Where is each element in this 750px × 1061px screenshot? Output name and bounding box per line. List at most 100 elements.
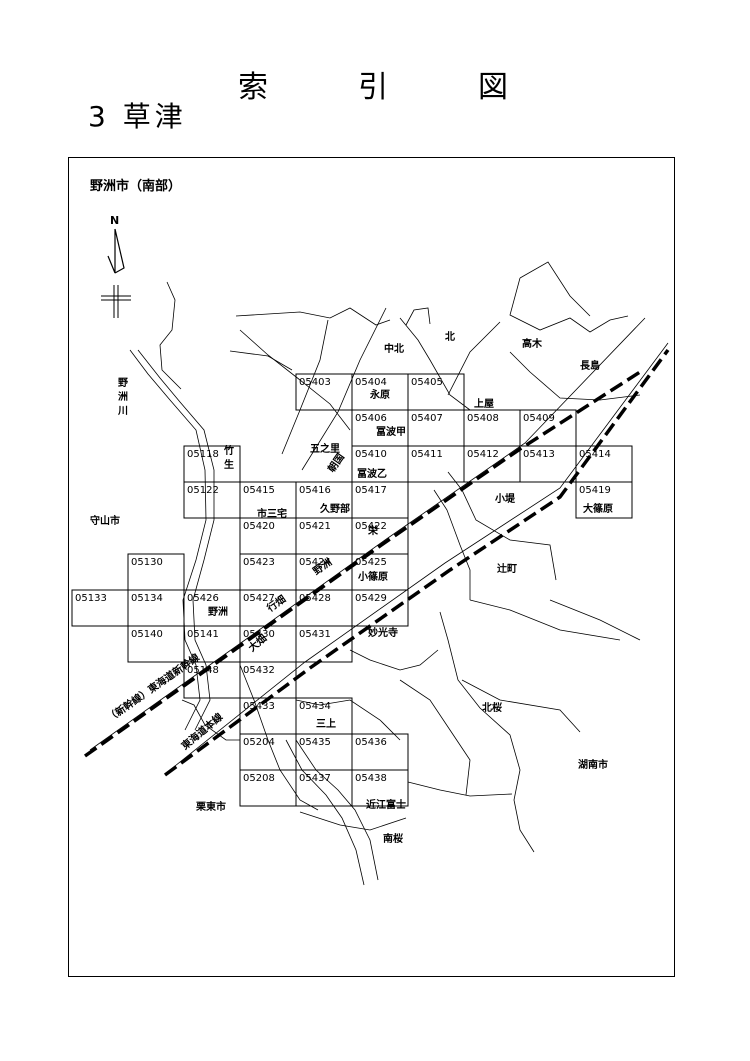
- tile-label: 05415: [243, 485, 275, 496]
- tile-05412: 05412: [463, 445, 521, 483]
- vertical-label-char: 川: [117, 405, 128, 417]
- tile-label: 05424: [299, 557, 331, 568]
- place-label: 南桜: [383, 832, 403, 845]
- tile-05420: 05420: [239, 517, 297, 555]
- tile-label: 05412: [467, 449, 499, 460]
- tile-label: 05436: [355, 737, 387, 748]
- page-title: 索 引 図: [238, 62, 508, 106]
- tile-label: 05208: [243, 773, 275, 784]
- place-label: 三上: [316, 717, 336, 730]
- tile-05421: 05421: [295, 517, 353, 555]
- tile-label: 05130: [131, 557, 163, 568]
- tile-label: 05409: [523, 413, 555, 424]
- tile-05437: 05437: [295, 769, 353, 807]
- tile-05419: 05419: [575, 481, 633, 519]
- tile-label: 05437: [299, 773, 331, 784]
- tile-05403: 05403: [295, 373, 353, 411]
- tile-05130: 05130: [127, 553, 185, 591]
- tile-label: 05407: [411, 413, 443, 424]
- tile-box: [295, 625, 353, 663]
- place-label: 冨波乙: [357, 467, 387, 480]
- place-label: 中北: [384, 342, 404, 355]
- tile-label: 05140: [131, 629, 163, 640]
- tile-label: 05406: [355, 413, 387, 424]
- tile-05422: 05422: [351, 517, 409, 555]
- place-label: 冨波甲: [376, 425, 406, 438]
- place-label: 栄: [367, 524, 379, 537]
- tile-05438: 05438: [351, 769, 409, 807]
- tile-label: 05133: [75, 593, 107, 604]
- tile-label: 05438: [355, 773, 387, 784]
- place-label: 永原: [369, 388, 390, 401]
- tile-05428: 05428: [295, 589, 353, 627]
- tile-label: 05428: [299, 593, 331, 604]
- tile-label: 05141: [187, 629, 219, 640]
- place-label: 野洲: [208, 606, 228, 618]
- tile-05133: 05133: [71, 589, 129, 627]
- place-label: 長島: [580, 359, 600, 372]
- place-labels: 中北北高木長島永原上屋冨波甲五之里冨波乙小堤大篠原市三宅久野部守山市栄辻町小篠原…: [90, 330, 613, 845]
- tile-box: [575, 481, 633, 519]
- tile-05431: 05431: [295, 625, 353, 663]
- tile-05413: 05413: [519, 445, 577, 483]
- place-label: 五之里: [310, 442, 340, 455]
- vertical-label-char: 生: [224, 458, 234, 471]
- tile-label: 05417: [355, 485, 387, 496]
- place-label: 高木: [522, 337, 543, 350]
- tile-grid: 05403 05404 05405 05406 05407 05408 05409 05118…: [71, 373, 633, 807]
- tile-label: 05435: [299, 737, 331, 748]
- vertical-label-char: 竹: [223, 444, 234, 457]
- north-label: N: [110, 214, 119, 227]
- map-frame: [68, 157, 675, 977]
- map-boundaries: [129, 261, 641, 886]
- tile-label: 05403: [299, 377, 331, 388]
- tile-05408: 05408: [463, 409, 521, 447]
- tile-label: 05405: [411, 377, 443, 388]
- tile-label: 05118: [187, 449, 219, 460]
- place-label: 湖南市: [578, 758, 608, 771]
- tile-label: 05416: [299, 485, 331, 496]
- tile-label: 05419: [579, 485, 611, 496]
- tile-05429: 05429: [351, 589, 409, 627]
- tile-label: 05430: [243, 629, 275, 640]
- tile-label: 05404: [355, 377, 387, 388]
- tile-05407: 05407: [407, 409, 465, 447]
- tile-box: [351, 769, 409, 807]
- tile-label: 05426: [187, 593, 219, 604]
- tile-label: 05148: [187, 665, 219, 676]
- place-label: 上屋: [474, 397, 494, 410]
- tile-label: 05422: [355, 521, 387, 532]
- title-char-1: 索: [238, 70, 268, 105]
- tile-label: 05421: [299, 521, 331, 532]
- tile-label: 05427: [243, 593, 275, 604]
- tile-05140: 05140: [127, 625, 185, 663]
- place-label: 久野部: [319, 502, 350, 515]
- title-char-2: 引: [358, 70, 388, 105]
- tile-label: 05423: [243, 557, 275, 568]
- tile-label: 05433: [243, 701, 275, 712]
- tile-label: 05429: [355, 593, 387, 604]
- vertical-label-char: 洲: [118, 391, 128, 403]
- tile-05433: 05433: [239, 697, 297, 735]
- tile-label: 05425: [355, 557, 387, 568]
- tile-label: 05431: [299, 629, 331, 640]
- tile-label: 05408: [467, 413, 499, 424]
- tile-label: 05413: [523, 449, 555, 460]
- tile-05417: 05417: [351, 481, 409, 519]
- tile-05411: 05411: [407, 445, 465, 483]
- area-title: 野洲市（南部）: [90, 178, 181, 194]
- tile-label: 05414: [579, 449, 611, 460]
- place-label: 辻町: [497, 562, 517, 575]
- tile-label: 05204: [243, 737, 275, 748]
- place-label: 小篠原: [357, 570, 388, 583]
- place-label: 大篠原: [583, 502, 613, 515]
- tile-05204: 05204: [239, 733, 297, 771]
- tile-05208: 05208: [239, 769, 297, 807]
- tile-label: 05432: [243, 665, 275, 676]
- place-label: 小堤: [494, 492, 516, 505]
- tile-05423: 05423: [239, 553, 297, 591]
- title-char-3: 図: [478, 70, 508, 105]
- tile-05134: 05134: [127, 589, 185, 627]
